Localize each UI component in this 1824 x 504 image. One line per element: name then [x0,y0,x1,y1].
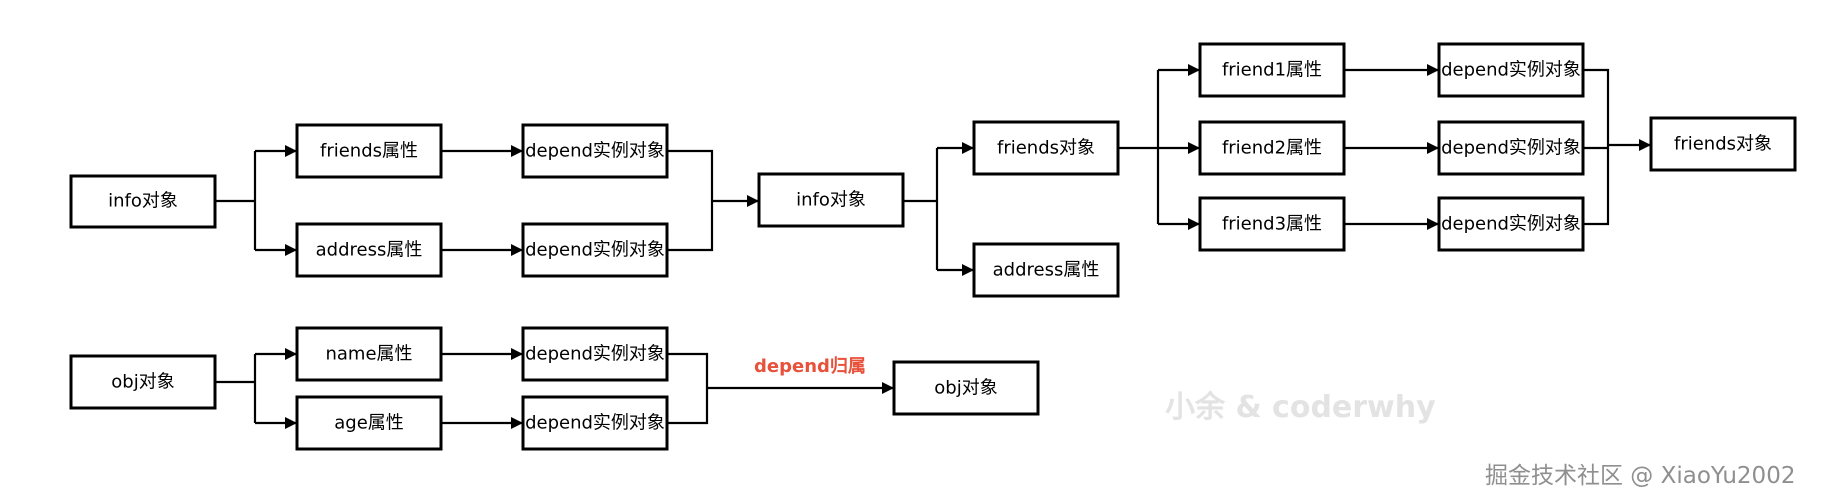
svg-text:friends对象: friends对象 [997,138,1095,159]
svg-text:depend实例对象: depend实例对象 [1441,138,1581,159]
svg-text:depend实例对象: depend实例对象 [525,141,665,162]
svg-text:depend实例对象: depend实例对象 [525,240,665,261]
watermark-corner: 掘金技术社区 @ XiaoYu2002 [1485,463,1796,489]
svg-text:address属性: address属性 [993,260,1100,281]
node-address-prop-2: address属性 [972,242,1120,298]
node-address-prop: address属性 [295,222,443,278]
node-info-target: info对象 [757,172,905,228]
svg-text:depend实例对象: depend实例对象 [525,344,665,365]
node-depend-age: depend实例对象 [521,395,669,451]
connector [667,149,714,252]
watermark-center: 小余 & coderwhy [1165,390,1436,425]
svg-text:friends属性: friends属性 [320,141,418,162]
svg-text:name属性: name属性 [325,344,412,365]
node-depend-friend3: depend实例对象 [1437,196,1585,252]
node-friends-final: friends对象 [1649,116,1797,172]
node-depend-friend2: depend实例对象 [1437,120,1585,176]
node-friends-prop: friends属性 [295,123,443,179]
svg-text:friend3属性: friend3属性 [1222,214,1322,235]
node-obj-target: obj对象 [892,360,1040,416]
connectors-obj [215,348,894,429]
node-friend3-prop: friend3属性 [1198,196,1346,252]
svg-text:age属性: age属性 [334,413,404,434]
svg-text:obj对象: obj对象 [111,372,174,393]
svg-text:obj对象: obj对象 [934,378,997,399]
svg-text:info对象: info对象 [796,190,866,211]
svg-text:friend1属性: friend1属性 [1222,60,1322,81]
node-name-prop: name属性 [295,326,443,382]
connector [667,352,709,425]
node-info-root: info对象 [69,174,217,229]
node-depend-friend1: depend实例对象 [1437,42,1585,98]
svg-text:depend实例对象: depend实例对象 [1441,214,1581,235]
node-friend2-prop: friend2属性 [1198,120,1346,176]
node-depend-friends: depend实例对象 [521,123,669,179]
node-age-prop: age属性 [295,395,443,451]
node-obj-root: obj对象 [69,354,217,410]
node-depend-name: depend实例对象 [521,326,669,382]
svg-text:address属性: address属性 [316,240,423,261]
connectors-info [215,64,1651,276]
svg-text:depend实例对象: depend实例对象 [1441,60,1581,81]
svg-text:info对象: info对象 [108,191,178,212]
node-friends-object: friends对象 [972,120,1120,176]
svg-text:friend2属性: friend2属性 [1222,138,1322,159]
node-friend1-prop: friend1属性 [1198,42,1346,98]
depend-ownership-label: depend归属 [754,355,866,377]
svg-text:friends对象: friends对象 [1674,134,1772,155]
svg-text:depend实例对象: depend实例对象 [525,413,665,434]
node-depend-address: depend实例对象 [521,222,669,278]
